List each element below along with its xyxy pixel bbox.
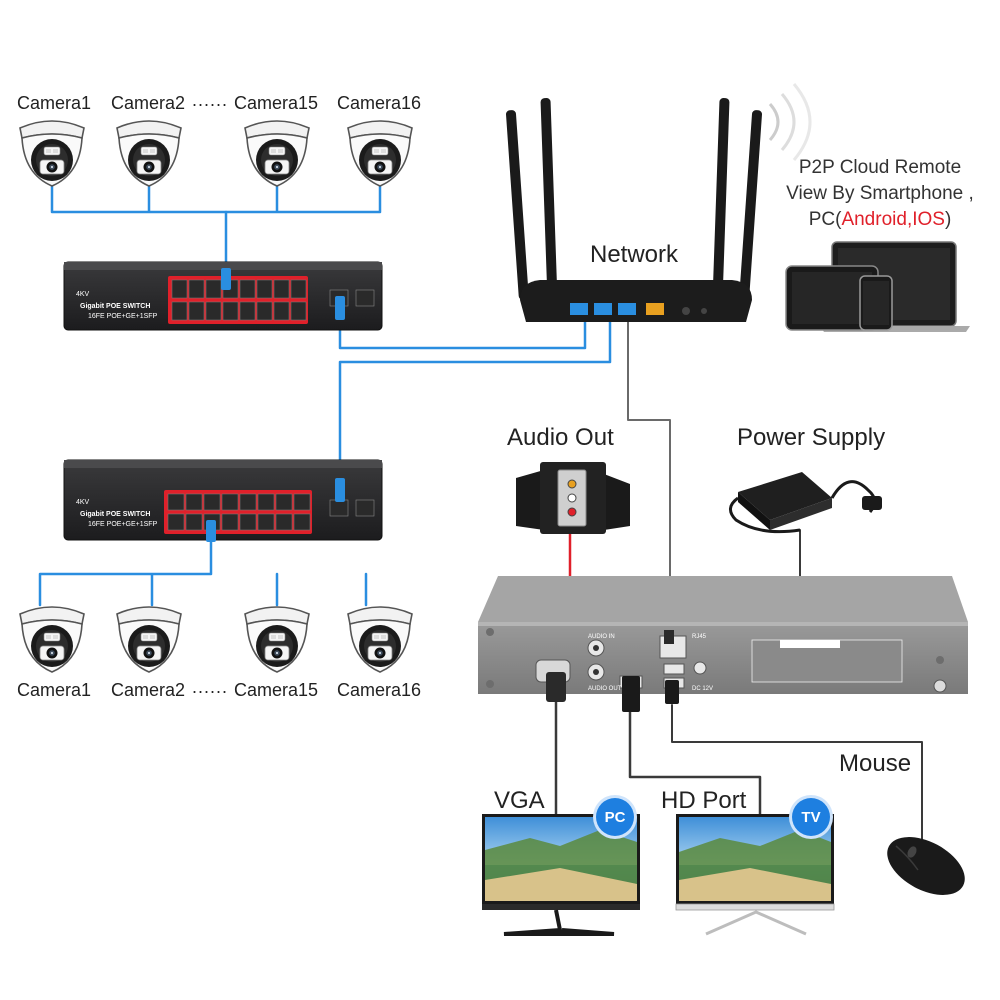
dome-camera-icon [347, 120, 413, 187]
dome-camera-icon [116, 120, 182, 187]
cable-hdmi [628, 710, 762, 817]
camera-label: Camera2 [111, 93, 186, 113]
nvr-dc-label: DC 12V [692, 686, 713, 692]
switch-title: Gigabit POE SWITCH [80, 511, 150, 518]
pc-badge: PC [596, 798, 634, 836]
p2p-description: P2P Cloud Remote View By Smartphone , PC… [780, 155, 980, 233]
cable-top-cameras-bus [50, 178, 382, 214]
camera-ellipsis: ...... [192, 90, 229, 110]
router-label: Network [590, 241, 679, 268]
tv-badge: TV [792, 798, 830, 836]
nvr-recorder: AUDIO IN AUDIO OUT RJ45 DC 12V [478, 576, 968, 712]
power-supply-label: Power Supply [737, 424, 886, 451]
monitor-tv-icon [675, 814, 835, 936]
camera-label: Camera1 [17, 93, 92, 113]
poe-switch-top: 4KV Gigabit POE SWITCH 16FE POE+GE+1SFP [63, 261, 383, 331]
dome-camera-icon [116, 606, 182, 673]
audio-out-label: Audio Out [507, 424, 614, 451]
cable-switch-cascade [338, 316, 612, 504]
dome-camera-icon [19, 606, 85, 673]
p2p-line-3: PC(Android,IOS) [780, 207, 980, 233]
top-cameras [19, 120, 413, 187]
camera-label: Camera2 [111, 680, 186, 700]
camera-ellipsis: ...... [192, 677, 229, 697]
camera-label: Camera16 [337, 93, 422, 113]
dome-camera-icon [347, 606, 413, 673]
nvr-audio-in-label: AUDIO IN [588, 634, 615, 640]
mouse-label: Mouse [839, 750, 912, 777]
switch-subtitle: 16FE POE+GE+1SFP [88, 313, 158, 320]
bottom-cameras [19, 606, 413, 673]
hd-port-label: HD Port [661, 787, 747, 814]
p2p-suffix: ) [944, 209, 952, 230]
dome-camera-icon [19, 120, 85, 187]
camera-label: Camera16 [337, 680, 422, 700]
switch-brand: 4KV [76, 291, 90, 298]
cable-router-to-nvr [627, 317, 671, 646]
speakers-icon [516, 462, 630, 534]
switch-brand: 4KV [76, 499, 90, 506]
camera-label: Camera15 [234, 93, 319, 113]
remote-devices-icon [785, 241, 970, 332]
mouse-icon [887, 837, 965, 895]
dome-camera-icon [244, 606, 310, 673]
vga-label: VGA [494, 787, 545, 814]
p2p-android: Android [841, 209, 907, 230]
camera-label: Camera1 [17, 680, 92, 700]
p2p-line-2: View By Smartphone , [786, 183, 974, 204]
p2p-ios: IOS [912, 209, 945, 230]
p2p-line-1: P2P Cloud Remote [798, 157, 962, 178]
switch-ports [171, 279, 307, 321]
switch-subtitle: 16FE POE+GE+1SFP [88, 521, 158, 528]
power-adapter-icon [729, 472, 882, 534]
p2p-pc-prefix: PC( [808, 209, 842, 230]
router-icon [506, 83, 812, 322]
poe-switch-bottom: 4KV Gigabit POE SWITCH 16FE POE+GE+1SFP [63, 459, 383, 542]
cable-switch1-to-router [338, 316, 587, 350]
switch-title: Gigabit POE SWITCH [80, 303, 150, 310]
switch-ports [167, 493, 311, 531]
nvr-rj45-label: RJ45 [692, 634, 707, 640]
cable-switch2-to-bottom-cameras [38, 523, 368, 607]
cable-mouse [671, 704, 923, 847]
p2p-separator: , [906, 209, 913, 230]
nvr-audio-out-label: AUDIO OUT [588, 686, 622, 692]
camera-label: Camera15 [234, 680, 319, 700]
dome-camera-icon [244, 120, 310, 187]
